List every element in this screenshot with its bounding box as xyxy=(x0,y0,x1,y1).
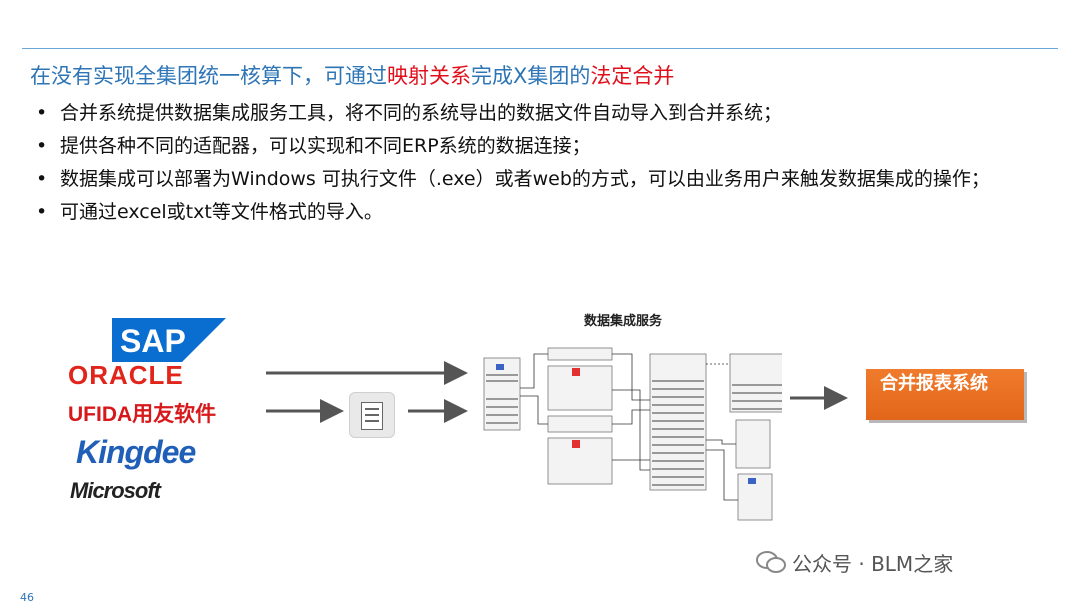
file-icon xyxy=(349,392,395,438)
header-divider xyxy=(22,48,1058,49)
title-text-2: 完成X集团的 xyxy=(471,64,591,88)
flow-node-mid-acctcode xyxy=(547,415,613,433)
flow-node-hyperion-enterprise-2 xyxy=(729,353,782,413)
integration-flow-diagram xyxy=(483,347,782,521)
bullet-text: 提供各种不同的适配器，可以实现和不同ERP系统的数据连接； xyxy=(60,135,591,157)
bullet-text: 合并系统提供数据集成服务工具，将不同的系统导出的数据文件自动导入到合并系统； xyxy=(60,102,783,124)
bullet-dot: • xyxy=(36,135,48,157)
wechat-icon xyxy=(756,551,786,573)
bullet-item: • 提供各种不同的适配器，可以实现和不同ERP系统的数据连接； xyxy=(34,135,1054,158)
report-box-label: 合并报表系统 xyxy=(880,373,988,394)
bullet-dot: • xyxy=(36,168,48,190)
bullet-dot: • xyxy=(36,102,48,124)
bullet-list: •合并系统提供数据集成服务工具，将不同的系统导出的数据文件自动导入到合并系统； … xyxy=(34,102,1054,234)
title-highlight-legal: 法定合并 xyxy=(590,64,675,88)
bullet-item: • 合并系统提供数据集成服务工具，将不同的系统导出的数据文件自动导入到合并系统； xyxy=(34,102,1054,125)
title-text-1: 在没有实现全集团统一核算下，可通过 xyxy=(30,64,387,88)
bullet-item: • 可通过excel或txt等文件格式的导入。 xyxy=(34,201,1054,224)
consolidation-report-system: 合并报表系统 xyxy=(866,369,1024,420)
ufida-logo: UFIDA用友软件 xyxy=(68,403,217,426)
oracle-logo: ORACLE xyxy=(68,360,184,390)
sap-logo-text: SAP xyxy=(120,323,186,359)
page-title: 在没有实现全集团统一核算下，可通过映射关系完成X集团的法定合并 xyxy=(30,60,674,90)
sap-logo: SAP xyxy=(112,318,226,362)
flow-node-flat-file-target xyxy=(737,473,773,521)
page-number: 46 xyxy=(20,591,34,604)
service-title: 数据集成服务 xyxy=(584,314,663,329)
watermark-text: 公众号 · BLM之家 xyxy=(792,552,954,576)
bullet-item: • 数据集成可以部署为Windows 可执行文件（.exe）或者web的方式，可以… xyxy=(34,168,1054,191)
bullet-text: 可通过excel或txt等文件格式的导入。 xyxy=(60,201,383,223)
flow-node-left-acctcode xyxy=(547,347,613,361)
bullet-text: 数据集成可以部署为Windows 可执行文件（.exe）或者web的方式，可以由… xyxy=(60,168,990,190)
flow-node-variables xyxy=(735,419,771,469)
title-highlight-mapping: 映射关系 xyxy=(387,64,471,88)
microsoft-logo: Microsoft xyxy=(70,478,161,503)
kingdee-logo: Kingdee xyxy=(76,434,196,470)
bullet-dot: • xyxy=(36,201,48,223)
